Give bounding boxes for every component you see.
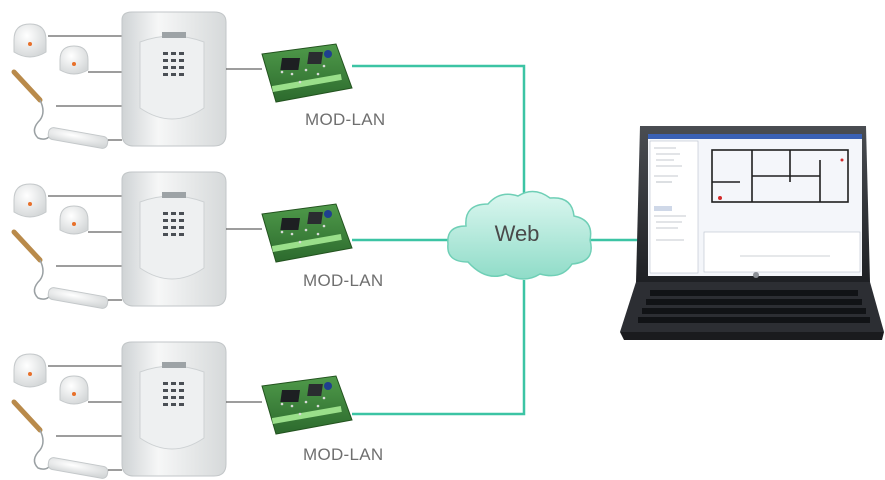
installation-row-2 [14,172,353,309]
web-cloud [447,190,592,280]
laptop [620,126,884,340]
link-module-3 [352,280,526,416]
module-label-1: MOD-LAN [305,110,386,129]
module-label-3: MOD-LAN [303,445,384,464]
module-label-2: MOD-LAN [303,271,384,290]
installation-row-3 [14,342,353,479]
floor-plan [711,149,849,203]
network-links [352,64,640,416]
mod-lan-board-1 [261,43,353,103]
mod-lan-board-3 [261,375,353,435]
installation-row-1 [14,12,353,149]
mod-lan-board-2 [261,203,353,263]
link-module-1 [352,64,526,196]
web-cloud-label: Web [494,221,540,246]
